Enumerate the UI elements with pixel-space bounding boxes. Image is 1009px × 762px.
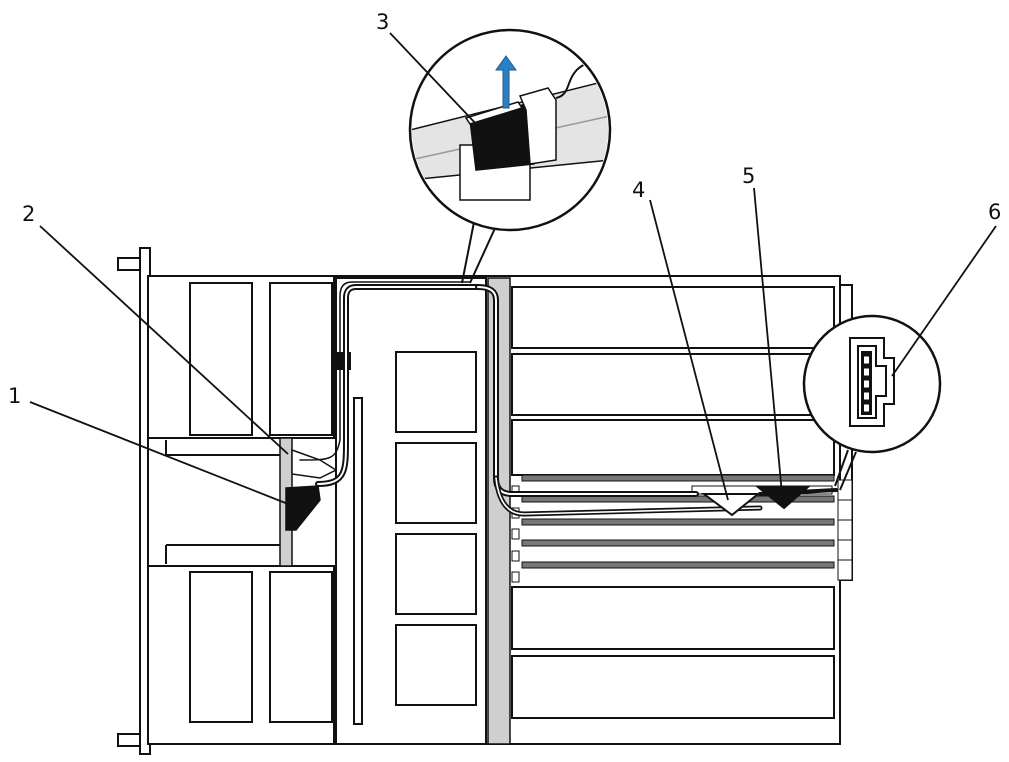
leader-line-6 xyxy=(891,225,997,377)
callout-3: 3 xyxy=(376,10,390,34)
leader-line-2 xyxy=(39,225,289,455)
leader-line-1 xyxy=(29,401,289,505)
magnified-connector-view xyxy=(802,314,942,491)
leader-line-4 xyxy=(649,199,729,501)
drive-bays xyxy=(147,275,335,745)
expansion-bays xyxy=(511,286,835,719)
callout-1: 1 xyxy=(8,384,22,408)
callout-4: 4 xyxy=(632,178,646,202)
memory-area xyxy=(335,277,487,745)
cables xyxy=(299,281,838,517)
leader-lines xyxy=(29,32,997,505)
leader-line-3 xyxy=(389,32,479,127)
pull-up-arrow-icon xyxy=(495,55,517,109)
cable-connector-white xyxy=(701,493,761,517)
leader-line-5 xyxy=(753,187,783,495)
callout-2: 2 xyxy=(22,202,36,226)
callout-6: 6 xyxy=(988,200,1002,224)
magnified-latch-view xyxy=(408,28,612,284)
cable-connector-black xyxy=(755,486,811,510)
backplane xyxy=(279,437,338,567)
callout-5: 5 xyxy=(742,164,756,188)
